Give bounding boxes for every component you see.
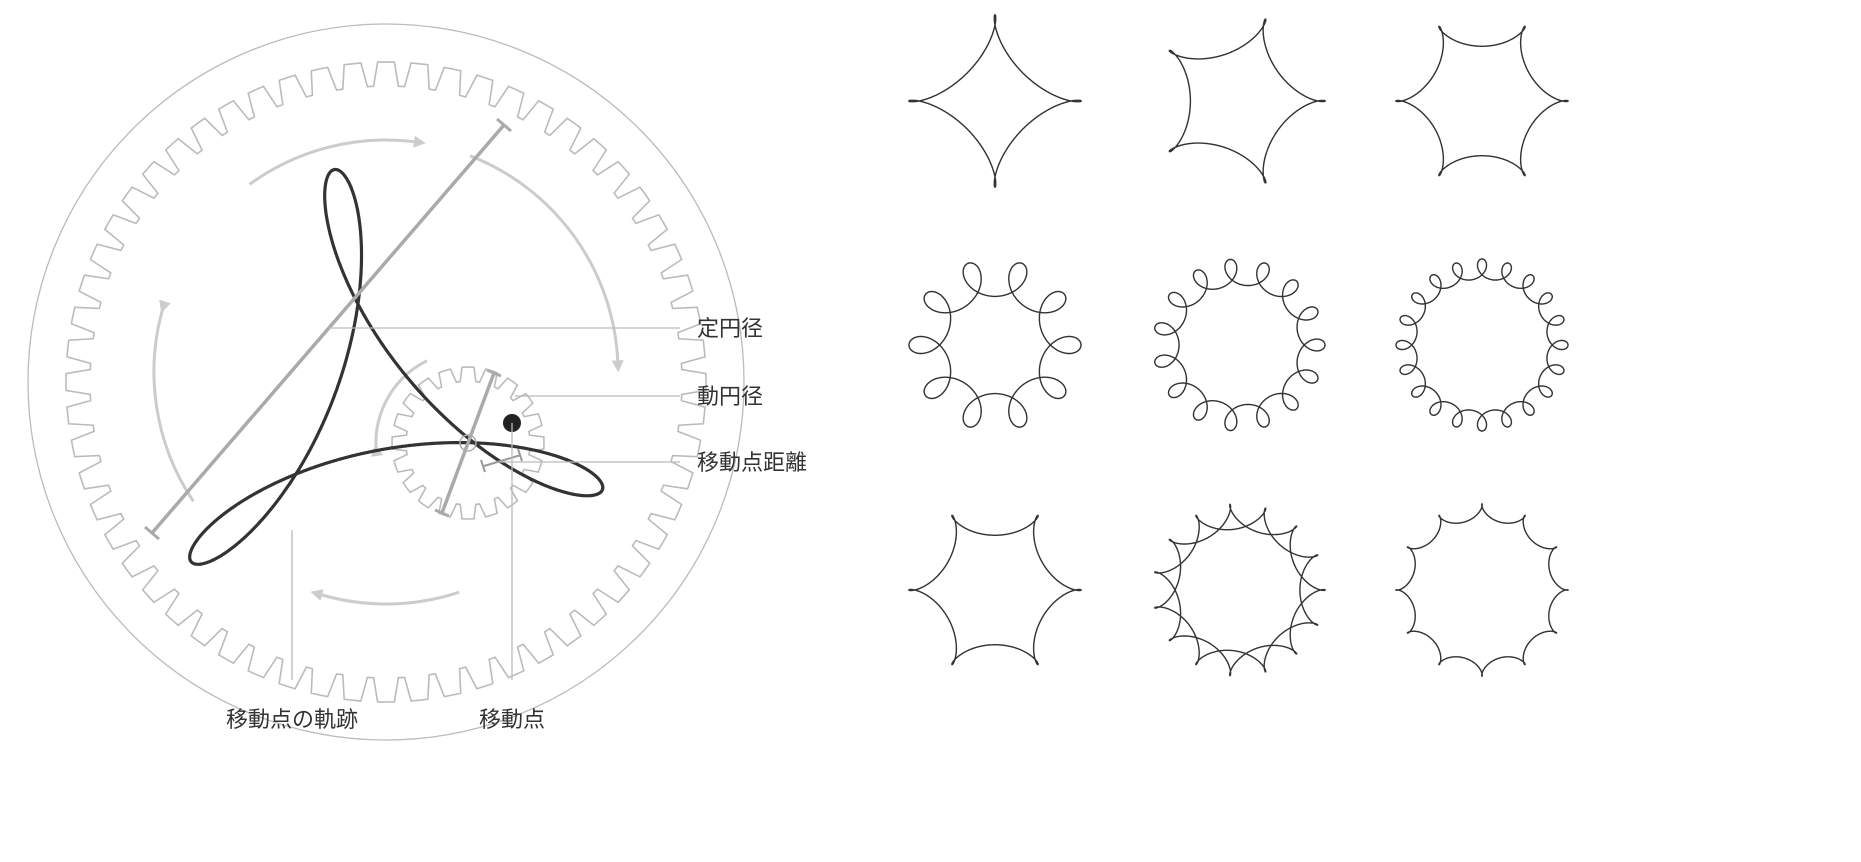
fixed-diameter-bar	[144, 117, 512, 541]
label-trajectory: 移動点の軌跡	[226, 708, 358, 733]
moving-rotation-arc	[374, 359, 428, 457]
leader-lines	[291, 327, 680, 680]
label-moving-diameter: 動円径	[697, 385, 763, 410]
example-spirograph-4	[908, 262, 1082, 428]
example-spirograph-9	[1395, 503, 1569, 677]
main-figure	[27, 23, 745, 741]
label-point-distance: 移動点距離	[697, 451, 807, 476]
example-spirograph-1	[908, 14, 1082, 188]
rotation-guide-arrows	[159, 135, 624, 601]
example-grid	[908, 14, 1569, 677]
example-spirograph-8	[1154, 503, 1326, 677]
moving-gear	[391, 366, 545, 520]
example-spirograph-5	[1154, 258, 1326, 432]
fixed-ring-gear	[65, 61, 707, 703]
example-spirograph-2	[1168, 18, 1326, 184]
example-spirograph-6	[1395, 258, 1569, 432]
point-distance-bar	[480, 448, 523, 473]
moving-gear-center	[459, 434, 477, 452]
label-moving-point: 移動点	[479, 708, 545, 733]
example-spirograph-7	[908, 514, 1082, 666]
example-spirograph-3	[1395, 25, 1569, 177]
trajectory-curve	[188, 167, 605, 566]
rotation-guide-arc	[152, 138, 620, 606]
label-fixed-diameter: 定円径	[697, 317, 763, 342]
moving-diameter-bar	[434, 368, 502, 518]
outer-frame-circle	[27, 23, 745, 741]
labels: 定円径 動円径 移動点距離 移動点の軌跡 移動点	[226, 317, 807, 733]
